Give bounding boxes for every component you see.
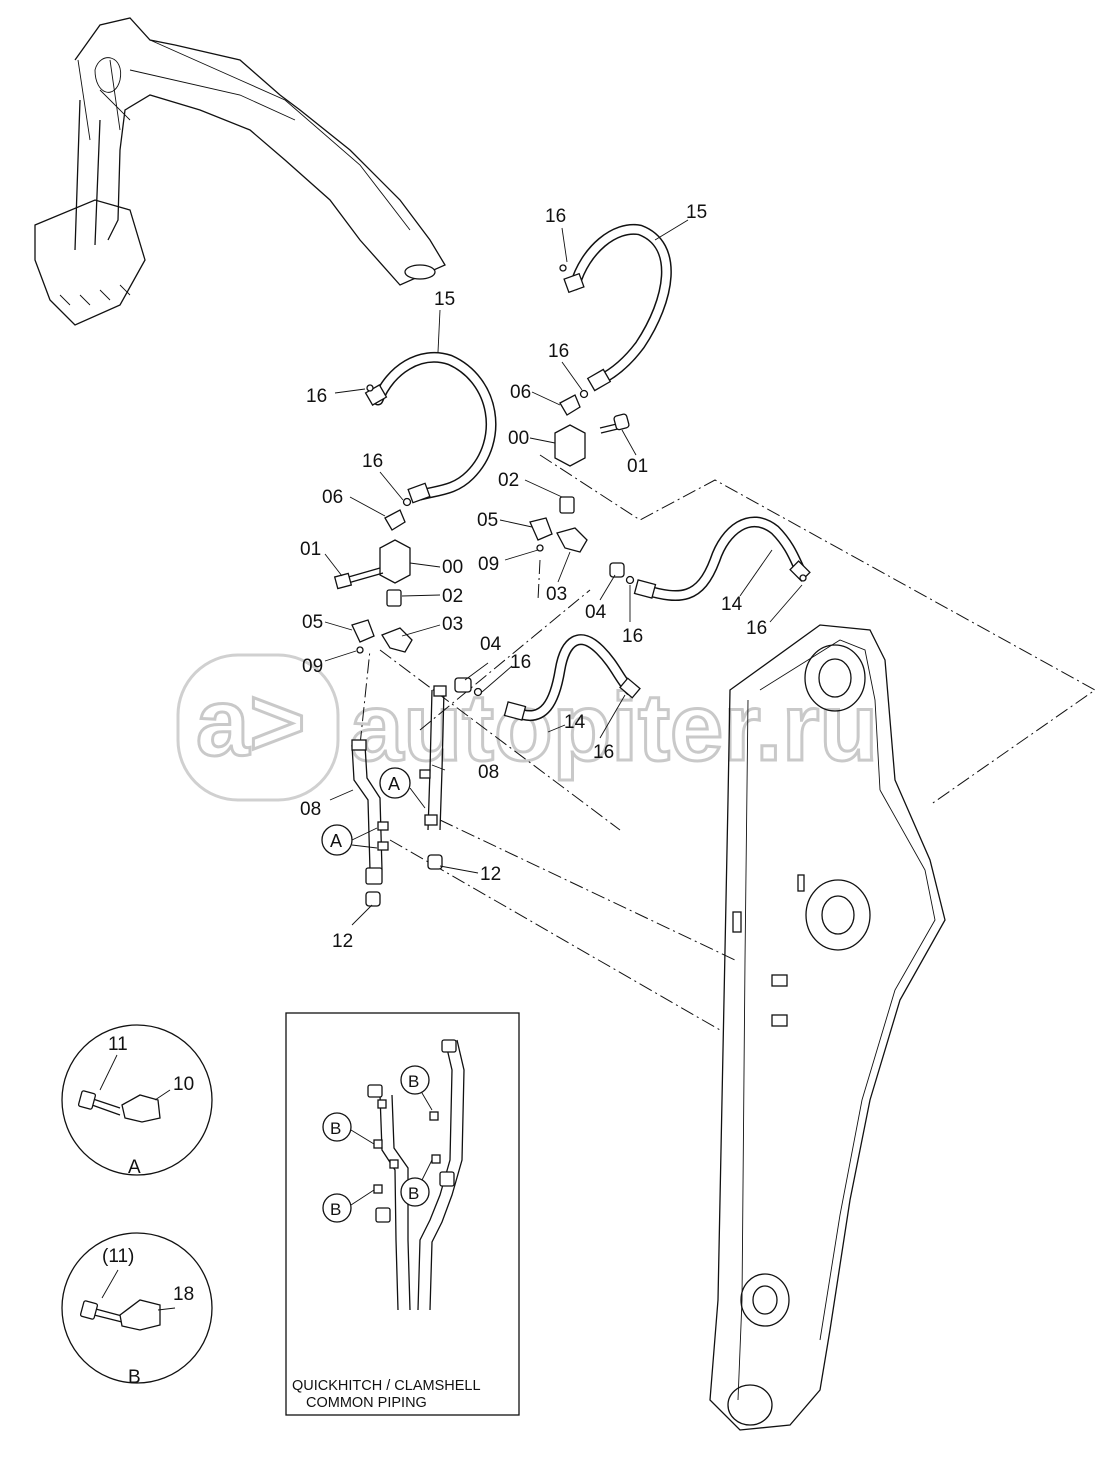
detail-a: 11 10 A <box>61 1024 213 1178</box>
label-09: 09 <box>302 656 323 677</box>
excavator-overview <box>34 17 446 326</box>
label-01: 01 <box>300 539 321 560</box>
detail-a-label: A <box>128 1157 141 1178</box>
watermark-text: autopiter.ru <box>350 674 878 781</box>
label-06: 06 <box>510 382 531 403</box>
label-05: 05 <box>477 510 498 531</box>
label-16: 16 <box>622 626 643 647</box>
label-leaders <box>324 219 803 926</box>
label-03: 03 <box>442 614 463 635</box>
label-11: 11 <box>108 1034 128 1055</box>
label-02: 02 <box>498 470 519 491</box>
label-04: 04 <box>480 634 502 655</box>
label-06: 06 <box>322 487 343 508</box>
part-labels: 15 15 16 16 16 16 16 16 16 16 06 06 00 0… <box>300 202 767 952</box>
label-16: 16 <box>746 618 767 639</box>
detail-b-label: B <box>128 1367 141 1388</box>
label-00: 00 <box>508 428 529 449</box>
label-04: 04 <box>585 602 607 623</box>
label-01: 01 <box>627 456 648 477</box>
label-14: 14 <box>721 594 743 615</box>
svg-text:B: B <box>330 1200 341 1219</box>
label-16: 16 <box>548 341 569 362</box>
label-16: 16 <box>362 451 383 472</box>
hoses <box>364 223 811 721</box>
label-15: 15 <box>686 202 707 223</box>
label-18: 18 <box>173 1284 194 1305</box>
svg-text:a>: a> <box>196 669 305 776</box>
label-02: 02 <box>442 586 463 607</box>
fittings <box>333 264 807 907</box>
callout-a-upper: A <box>379 767 426 809</box>
detail-b: (11) 18 B <box>61 1232 213 1388</box>
svg-text:B: B <box>330 1119 341 1138</box>
svg-text:A: A <box>388 774 400 794</box>
label-16: 16 <box>545 206 566 227</box>
inset-caption-line2: COMMON PIPING <box>306 1395 427 1411</box>
label-15: 15 <box>434 289 455 310</box>
label-16: 16 <box>593 742 614 763</box>
label-03: 03 <box>546 584 567 605</box>
label-08: 08 <box>478 762 499 783</box>
label-16: 16 <box>510 652 531 673</box>
label-00: 00 <box>442 557 463 578</box>
label-14: 14 <box>564 712 586 733</box>
callout-a-lower: A <box>321 824 378 856</box>
inset-caption-line1: QUICKHITCH / CLAMSHELL <box>292 1378 481 1394</box>
svg-text:B: B <box>408 1184 419 1203</box>
inset-quickhitch-piping: B B B B QUICKHITCH / CLAMSHELL COMMON PI… <box>285 1012 520 1416</box>
label-12: 12 <box>480 864 501 885</box>
label-11-ref: (11) <box>102 1246 134 1267</box>
label-16: 16 <box>306 386 327 407</box>
label-09: 09 <box>478 554 499 575</box>
label-12: 12 <box>332 931 353 952</box>
label-08: 08 <box>300 799 321 820</box>
label-05: 05 <box>302 612 323 633</box>
leader-lines <box>359 454 1096 1031</box>
label-10: 10 <box>173 1074 194 1095</box>
watermark: a> autopiter.ru <box>176 653 880 802</box>
svg-text:A: A <box>330 831 342 851</box>
boom <box>709 624 946 1431</box>
svg-text:B: B <box>408 1072 419 1091</box>
